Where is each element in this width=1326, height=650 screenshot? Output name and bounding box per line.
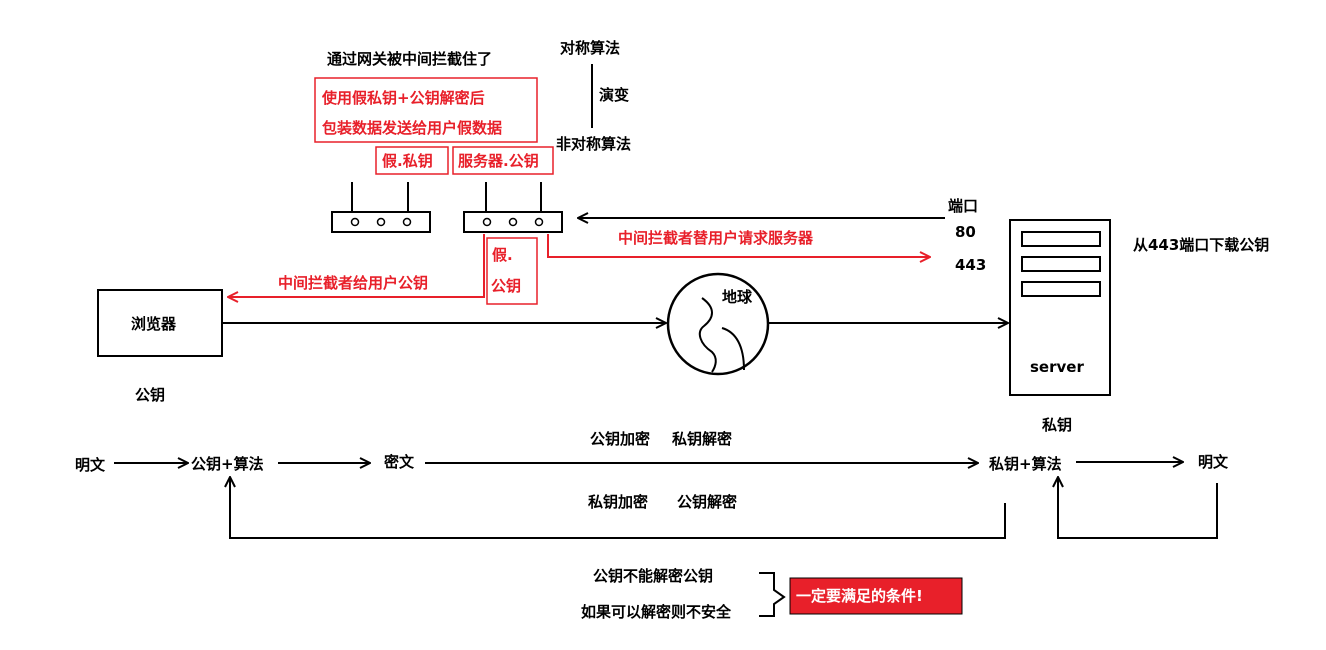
router-fake (331, 182, 431, 233)
port-80: 80 (955, 223, 976, 241)
decrypt-private-text: 私钥解密 (671, 430, 732, 448)
fake-public-key-label-2: 公钥 (491, 277, 521, 295)
condition-line1: 公钥不能解密公钥 (593, 567, 713, 585)
fake-decrypt-box (314, 77, 538, 143)
fake-decrypt-line1: 使用假私钥+公钥解密后 (321, 89, 485, 107)
gateway-intercepted-text: 通过网关被中间拦截住了 (327, 50, 492, 68)
fake-public-key-label-1: 假. (492, 246, 513, 264)
server-icon (1009, 219, 1111, 396)
fake-decrypt-line2: 包装数据发送给用户假数据 (322, 119, 502, 137)
encrypt-public-text: 公钥加密 (590, 430, 650, 448)
symmetric-algo-text: 对称算法 (560, 39, 620, 57)
server-public-key-label: 服务器.公钥 (458, 152, 539, 170)
condition-bracket (759, 572, 786, 617)
mitm-gives-user-key-text: 中间拦截者给用户公钥 (278, 274, 428, 292)
public-algo-label: 公钥+算法 (191, 455, 264, 473)
must-satisfy-box (789, 577, 963, 615)
router-mitm (463, 182, 563, 233)
fake-public-key-box (486, 237, 538, 305)
plaintext-left: 明文 (75, 456, 106, 474)
condition-line2: 如果可以解密则不安全 (581, 603, 732, 621)
evolution-text: 演变 (599, 86, 629, 104)
browser-label: 浏览器 (131, 315, 177, 333)
server-public-key-box (452, 146, 554, 175)
globe-label: 地球 (722, 288, 753, 306)
port-443: 443 (955, 256, 986, 274)
fake-private-key-box (375, 146, 449, 175)
ciphertext-label: 密文 (384, 453, 415, 471)
mitm-request-server-arrow (547, 234, 930, 257)
browser-key-label: 公钥 (135, 386, 165, 404)
asymmetric-algo-text: 非对称算法 (556, 135, 631, 153)
server-label: server (1030, 358, 1084, 376)
fake-private-key-label: 假.私钥 (382, 152, 433, 170)
return-loop-arrow (230, 477, 1006, 539)
encrypt-private-text: 私钥加密 (587, 493, 648, 511)
mitm-requests-server-text: 中间拦截者替用户请求服务器 (618, 229, 814, 247)
mitm-give-key-arrow (228, 234, 485, 297)
globe-icon (666, 272, 770, 376)
plaintext-right: 明文 (1198, 453, 1229, 471)
server-key-label: 私钥 (1041, 416, 1072, 434)
right-loop-arrow (1058, 477, 1218, 539)
download-public-key-text: 从443端口下载公钥 (1133, 236, 1269, 254)
decrypt-public-text: 公钥解密 (677, 493, 737, 511)
private-algo-label: 私钥+算法 (988, 455, 1062, 473)
port-label: 端口 (948, 197, 978, 215)
must-satisfy-text: 一定要满足的条件! (796, 587, 923, 605)
